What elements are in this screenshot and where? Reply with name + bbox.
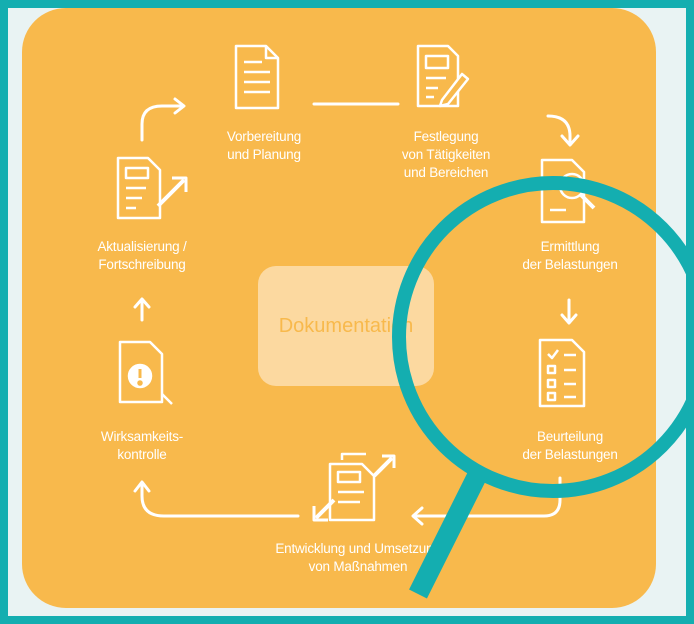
step-label-entwicklung: Entwicklung und Umsetzung von Maßnahmen	[275, 541, 441, 574]
step-label-wirksamkeit: Wirksamkeits- kontrolle	[100, 429, 184, 462]
step-label-beurteilung: Beurteilung der Belastungen	[522, 428, 618, 464]
center-label: Dokumentation	[278, 314, 414, 337]
arrowhead	[411, 506, 424, 526]
document-update-icon	[116, 156, 188, 220]
document-warning-icon	[118, 340, 173, 405]
arrowhead	[560, 313, 578, 325]
document-pencil-icon	[416, 44, 470, 108]
step-label-vorbereitung: Vorbereitung und Planung	[226, 129, 302, 162]
step-label-aktualisierung: Aktualisierung / Fortschreibung	[97, 239, 187, 272]
arrow-to-vorbereitung	[140, 104, 184, 142]
step-label-ermittlung: Ermittlung der Belastungen	[522, 238, 618, 274]
documents-arrows-icon	[312, 452, 396, 522]
arrowhead	[133, 297, 151, 309]
checklist-icon	[538, 338, 586, 408]
arrowhead	[133, 480, 151, 493]
magnifying-glass-icon	[392, 176, 694, 599]
arrowhead	[560, 134, 580, 147]
arrow-to-ermittlung	[546, 114, 572, 146]
step-label-festlegung: Festlegung von Tätigkeiten und Bereichen	[401, 129, 491, 180]
arrowhead	[173, 97, 186, 115]
document-icon	[234, 44, 280, 110]
arrow-to-entwicklung	[412, 476, 562, 518]
arrow-to-wirksamkeit	[140, 482, 300, 518]
